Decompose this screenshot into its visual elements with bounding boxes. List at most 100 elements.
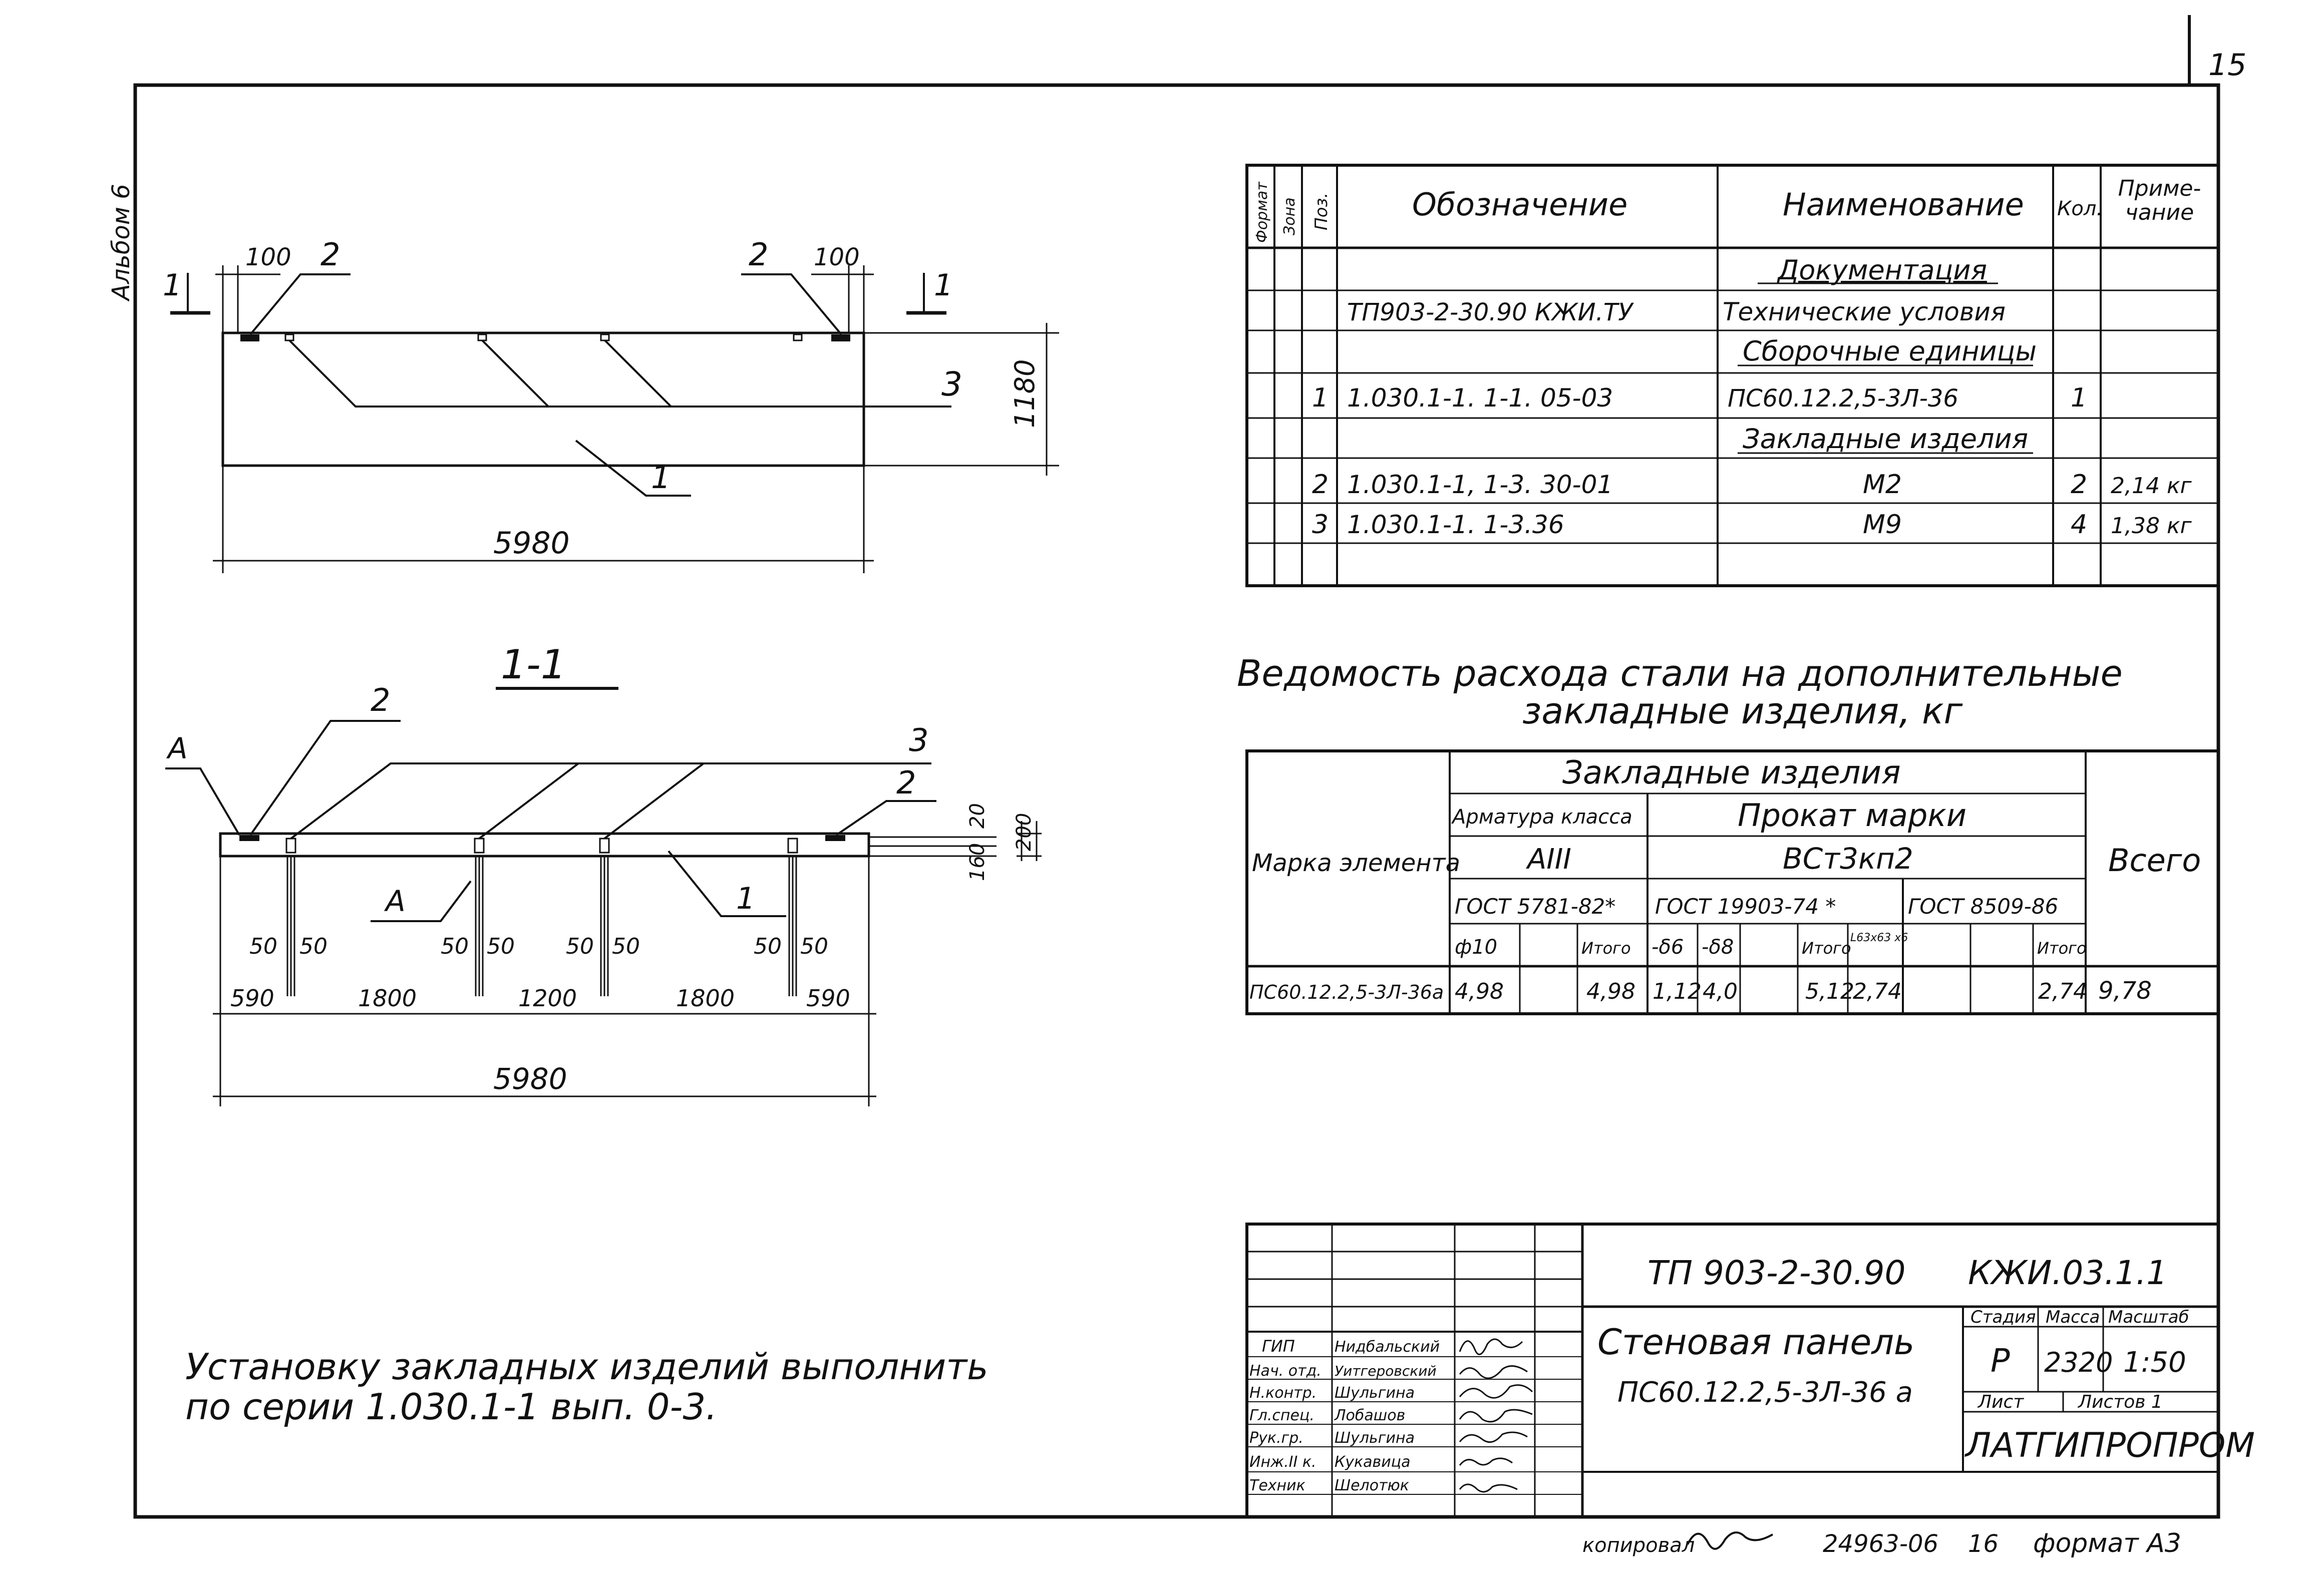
- section-dim-5980: 5980: [493, 1062, 567, 1096]
- title-block: ГИП Нидбальский Нач. отд. Уитгеровский Н…: [1245, 1223, 2255, 1518]
- steel-title-2: закладные изделия, кг: [1522, 690, 1963, 732]
- staff-role-4: Рук.гр.: [1249, 1429, 1303, 1447]
- steel-row-v4: 4,0: [1703, 979, 1738, 1004]
- staff-name-5: Кукавица: [1335, 1453, 1411, 1471]
- spec-row-6-note: 1,38 кг: [2111, 513, 2192, 539]
- spacing-dim-4: 1800: [676, 985, 735, 1012]
- plan-leader-3: 3: [941, 365, 962, 404]
- spec-row-6-name: М9: [1863, 510, 1902, 540]
- installation-note: Установку закладных изделий выполнить по…: [185, 1346, 988, 1428]
- spacing-dim-3: 1200: [518, 985, 577, 1012]
- steel-row-total: 9,78: [2098, 977, 2152, 1005]
- staff-role-0: ГИП: [1262, 1337, 1295, 1356]
- steel-h-gost2: ГОСТ 19903-74 *: [1655, 894, 1836, 919]
- section-leader-a-mid: А: [384, 884, 406, 918]
- title-stage: Р: [1991, 1343, 2010, 1380]
- spec-row-5-name: М2: [1863, 470, 1902, 500]
- steel-h-total: Всего: [2108, 842, 2201, 879]
- steel-row-v0: 4,98: [1455, 979, 1504, 1004]
- spec-row-5-pos: 2: [1312, 470, 1329, 500]
- steel-sub-2: Итого: [1581, 939, 1631, 958]
- section-dim-200: 200: [1013, 813, 1036, 851]
- steel-h-vst: ВСт3кп2: [1783, 842, 1913, 876]
- panel-section-slab: [219, 832, 870, 858]
- staff-role-2: Н.контр.: [1249, 1384, 1316, 1402]
- title-h-stage: Стадия: [1970, 1307, 2036, 1327]
- steel-h-element: Марка элемента: [1252, 849, 1460, 877]
- steel-sub-9: Итого: [2037, 939, 2087, 958]
- stub-dim-2b: 50: [487, 934, 515, 959]
- spec-h-qty: Кол.: [2057, 197, 2103, 220]
- section-title: 1-1: [501, 641, 566, 688]
- staff-role-1: Нач. отд.: [1249, 1362, 1322, 1380]
- section-leader-a-top: А: [166, 731, 188, 765]
- steel-row-mark: ПС60.12.2,5-3Л-36а: [1249, 981, 1444, 1003]
- stub-dim-1a: 50: [249, 934, 277, 959]
- spec-row-3-pos: 1: [1312, 383, 1329, 413]
- staff-name-4: Шульгина: [1335, 1429, 1415, 1447]
- plate-m9-3: [600, 333, 610, 341]
- section-plate-m2-right: [825, 835, 845, 841]
- title-org: ЛАТГИПРОПРОМ: [1964, 1426, 2255, 1465]
- spacing-dim-2: 1800: [358, 985, 417, 1012]
- spec-row-3-name: ПС60.12.2,5-3Л-36: [1728, 384, 1958, 413]
- section-mark-left: 1: [163, 268, 182, 303]
- stub-dim-1b: 50: [299, 934, 327, 959]
- plate-m9-1: [284, 333, 294, 341]
- footer-copied: копировал: [1582, 1534, 1695, 1557]
- spec-row-5-designation: 1.030.1-1, 1-3. 30-01: [1347, 470, 1613, 499]
- spec-row-5-qty: 2: [2071, 470, 2087, 500]
- steel-row-v3: 1,12: [1653, 979, 1702, 1004]
- title-scale: 1:50: [2123, 1346, 2186, 1379]
- stub-dim-3b: 50: [612, 934, 640, 959]
- note-line-2: по серии 1.030.1-1 вып. 0-3.: [185, 1386, 717, 1428]
- title-h-scale: Масштаб: [2108, 1307, 2189, 1327]
- steel-h-rolled: Прокат марки: [1738, 797, 1966, 834]
- staff-role-3: Гл.спец.: [1249, 1407, 1314, 1424]
- title-sheet-label: Лист: [1977, 1392, 2024, 1412]
- footer-sheet: 16: [1968, 1530, 1999, 1558]
- spec-h-name: Наименование: [1783, 186, 2024, 223]
- spec-row-1-designation: ТП903-2-30.90 КЖИ.ТУ: [1347, 298, 1634, 326]
- staff-name-6: Шелотюк: [1335, 1477, 1409, 1494]
- steel-row-v7: 2,74: [1853, 979, 1902, 1004]
- staff-name-3: Лобашов: [1334, 1407, 1405, 1424]
- spec-row-6-designation: 1.030.1-1. 1-3.36: [1347, 510, 1564, 539]
- plan-dim-1180: 1180: [1009, 359, 1041, 428]
- title-sheets-label: Листов 1: [2077, 1392, 2163, 1412]
- embedded-stub-2: [474, 838, 485, 996]
- section-leader-2-left: 2: [371, 682, 390, 718]
- steel-h-gost1: ГОСТ 5781-82*: [1455, 894, 1615, 919]
- steel-h-embedded: Закладные изделия: [1562, 754, 1901, 791]
- panel-plan-outline: [221, 331, 865, 467]
- spec-row-6-qty: 4: [2071, 510, 2087, 540]
- section-leader-1: 1: [736, 881, 755, 916]
- title-h-mass: Масса: [2046, 1307, 2100, 1327]
- staff-role-5: Инж.II к.: [1249, 1453, 1316, 1471]
- title-code-2: КЖИ.03.1.1: [1968, 1254, 2167, 1292]
- stub-dim-4a: 50: [754, 934, 782, 959]
- section-dim-160: 160: [966, 843, 989, 881]
- plate-m2-right: [831, 334, 850, 341]
- spec-row-6-pos: 3: [1312, 510, 1329, 540]
- plan-dim-5980: 5980: [493, 526, 570, 561]
- copier-signature: [1687, 1531, 1773, 1550]
- steel-sub-3: -δ6: [1652, 936, 1684, 959]
- spec-h-zone: Зона: [1281, 197, 1298, 235]
- embedded-stub-1: [285, 838, 296, 996]
- plan-dim-100-left: 100: [245, 243, 291, 271]
- spec-row-3-designation: 1.030.1-1. 1-1. 05-03: [1347, 383, 1613, 413]
- staff-name-1: Уитгеровский: [1335, 1363, 1437, 1379]
- plan-leader-2-right: 2: [749, 236, 768, 273]
- spec-h-format: Формат: [1253, 181, 1271, 243]
- staff-name-2: Шульгина: [1335, 1384, 1415, 1402]
- plan-leader-1: 1: [651, 459, 671, 496]
- footer-stamp: копировал 24963-06 16 формат А3: [1582, 1528, 2181, 1558]
- spec-h-pos: Поз.: [1311, 193, 1332, 230]
- plan-leader-2-left: 2: [320, 236, 340, 273]
- steel-h-gost3: ГОСТ 8509-86: [1908, 894, 2058, 919]
- sheet-number: 15: [2208, 48, 2246, 83]
- spec-row-4-name: Закладные изделия: [1743, 423, 2028, 455]
- steel-h-a3: АIII: [1526, 843, 1571, 876]
